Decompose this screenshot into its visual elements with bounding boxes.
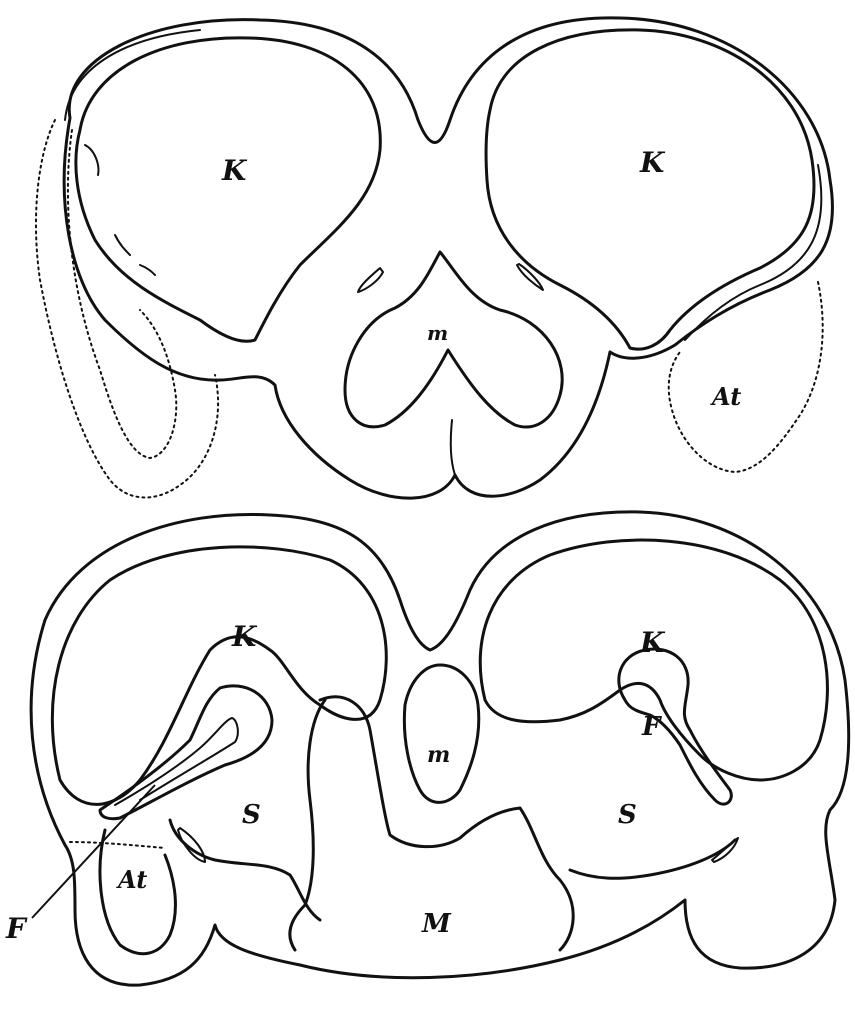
lower-label-s-right: S (618, 800, 637, 830)
lower-left-wall-loop (170, 820, 320, 920)
lower-label-f-right: F (641, 712, 662, 742)
lower-left-f-duct-inner (115, 718, 238, 805)
upper-left-dotted-inner (68, 130, 176, 458)
lower-right-wall-loop (570, 840, 735, 878)
lower-label-f-pointer: F (5, 912, 28, 945)
lower-right-k-cavity (480, 540, 827, 780)
upper-label-m: m (427, 321, 448, 345)
lower-label-s-left: S (242, 800, 261, 830)
upper-right-inner-wall (685, 165, 821, 340)
lower-dashed-fold (70, 842, 165, 848)
lower-label-k-right: K (639, 626, 666, 659)
upper-left-k-cavity (76, 38, 380, 341)
upper-left-slit (358, 268, 383, 292)
upper-outer-outline (64, 18, 832, 498)
upper-right-dotted-outline (669, 282, 823, 472)
lower-label-m: m (427, 742, 450, 768)
lower-m-cavity (404, 665, 478, 802)
upper-section: K K m At (36, 18, 833, 498)
lower-right-slit (712, 838, 738, 862)
lower-label-big-m: M (421, 909, 452, 939)
lower-label-at: At (116, 865, 147, 894)
upper-right-k-cavity (486, 30, 814, 349)
upper-left-detail-lines (85, 145, 155, 275)
upper-right-slit (517, 264, 543, 290)
lower-m-body-wall-left (290, 700, 325, 950)
upper-label-k-left: K (221, 154, 248, 187)
upper-label-k-right: K (639, 146, 666, 179)
upper-central-groove (451, 420, 455, 475)
lower-label-k-left: K (231, 620, 258, 653)
lower-left-slit (178, 828, 205, 862)
lower-section: K K m F S S At M F (5, 512, 849, 985)
lower-left-k-cavity (52, 547, 386, 805)
upper-label-at: At (710, 382, 741, 411)
